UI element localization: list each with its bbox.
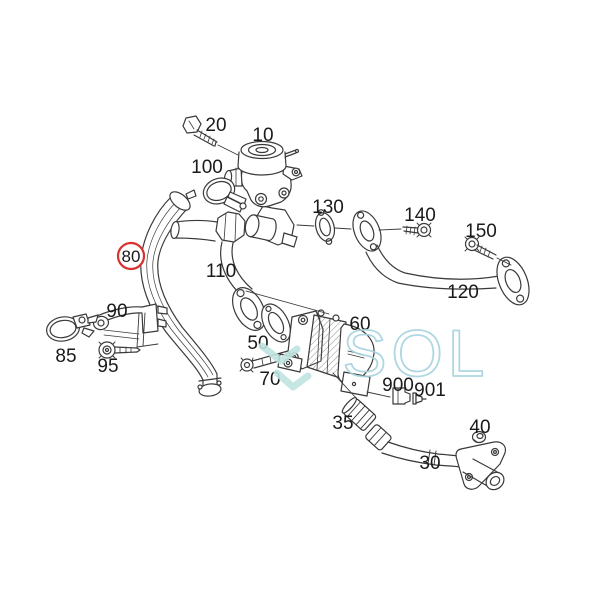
watermark-text: SOL xyxy=(342,316,489,390)
part-130-gasket xyxy=(314,209,336,245)
part-label-140: 140 xyxy=(404,205,436,226)
part-label-100: 100 xyxy=(191,157,223,178)
part-label-150: 150 xyxy=(465,221,497,242)
part-label-85: 85 xyxy=(55,346,76,367)
part-label-30: 30 xyxy=(419,453,440,474)
part-140-bolt xyxy=(402,222,432,238)
part-901-connector xyxy=(412,392,427,405)
leader-lines xyxy=(217,144,512,400)
part-label-60: 60 xyxy=(349,314,370,335)
part-label-120: 120 xyxy=(447,282,479,303)
part-label-901: 901 xyxy=(414,380,446,401)
part-120-egr-pipe xyxy=(352,210,530,306)
part-90-bracket xyxy=(92,303,168,348)
part-50-gasket xyxy=(261,303,291,343)
watermark-chevron-icon xyxy=(258,342,301,365)
part-label-95: 95 xyxy=(97,356,118,377)
part-label-10: 10 xyxy=(252,125,273,146)
part-label-20: 20 xyxy=(205,115,226,136)
watermark-chevron-icon xyxy=(273,369,312,391)
part-label-900: 900 xyxy=(382,375,414,396)
diagram-linework xyxy=(46,115,530,491)
part-20-bolt xyxy=(182,115,218,147)
part-label-110: 110 xyxy=(206,261,236,282)
part-150-bolt xyxy=(464,236,497,260)
part-10-egr-valve xyxy=(223,140,303,248)
part-labels: 20 10 100 130 140 150 120 110 90 85 95 5… xyxy=(55,115,496,474)
part-85-clamp xyxy=(46,313,99,342)
part-label-90: 90 xyxy=(106,301,127,322)
part-110-pipe xyxy=(170,211,267,331)
part-label-40: 40 xyxy=(469,417,490,438)
part-900-connector xyxy=(392,387,411,405)
part-100-hose-clamp xyxy=(202,177,247,213)
watermark: SOL xyxy=(258,315,489,391)
part-30-pipe xyxy=(365,424,507,491)
part-95-bolt xyxy=(98,341,141,359)
part-80-pipe xyxy=(140,189,222,397)
highlight-ring xyxy=(116,241,146,271)
part-label-35: 35 xyxy=(332,413,353,434)
part-40-nut xyxy=(471,430,487,444)
part-label-130: 130 xyxy=(312,197,344,218)
highlight-circle-80: 80 xyxy=(116,241,146,271)
part-label-80: 80 xyxy=(122,247,141,266)
